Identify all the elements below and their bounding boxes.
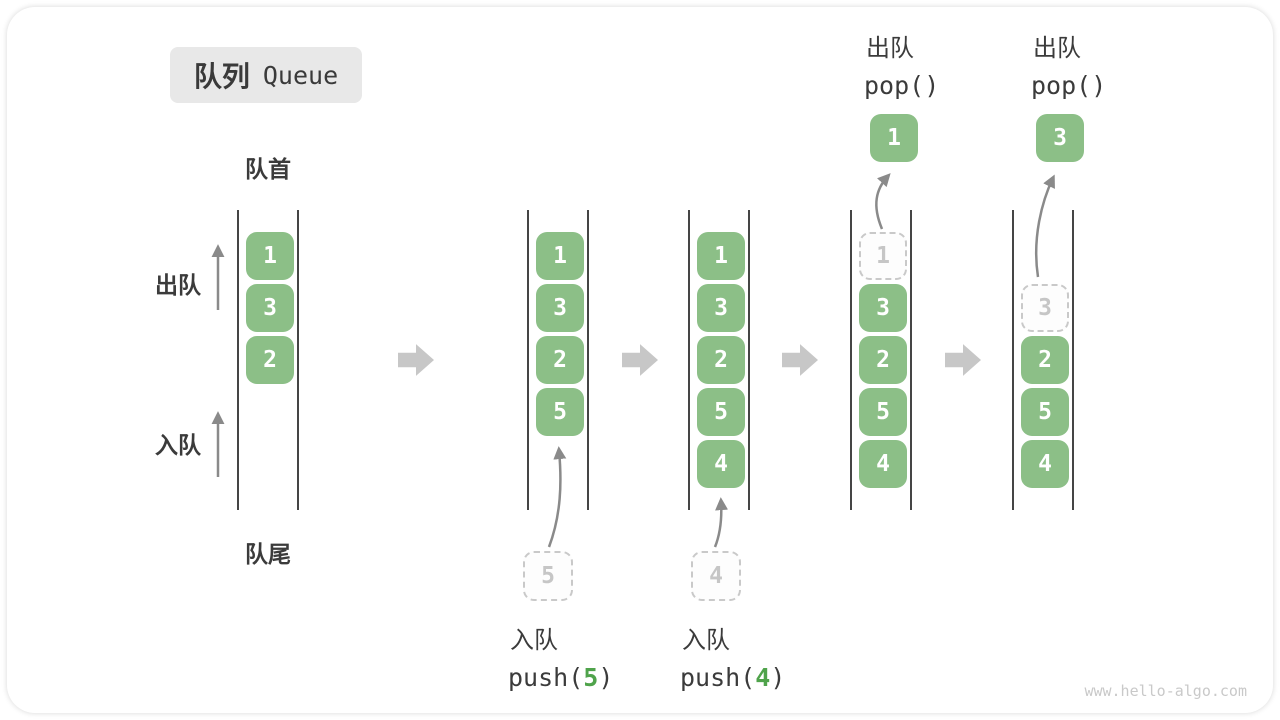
queue-item: 4 [697,440,745,488]
title-box: 队列 Queue [170,47,362,103]
popped-item: 1 [870,114,918,162]
queue-front-label: 队首 [245,156,291,182]
push-code-suffix: ) [770,663,786,692]
popped-item: 3 [1036,114,1084,162]
queue-item: 4 [859,440,907,488]
staged-item: 4 [691,551,741,601]
title-en: Queue [262,60,339,90]
push-code-arg: 5 [583,663,599,692]
queue-item: 2 [536,336,584,384]
pop-op-label-2: 出队 pop() [1031,28,1106,100]
queue-item: 3 [536,284,584,332]
push-op-label-1: 入队 push(5) [508,620,613,692]
pop-op-label-1: 出队 pop() [864,28,939,100]
pop-op-zh: 出队 [1033,35,1081,62]
queue-item: 1 [246,232,294,280]
pop-op-zh: 出队 [866,35,914,62]
queue-item: 1 [697,232,745,280]
push-op-code: push(4) [680,663,785,692]
queue-item: 5 [697,388,745,436]
watermark: www.hello-algo.com [1084,682,1247,700]
push-code-suffix: ) [598,663,614,692]
queue-item: 2 [1021,336,1069,384]
pop-op-code: pop() [864,71,940,100]
queue-item: 1 [536,232,584,280]
queue-item: 2 [859,336,907,384]
queue-state-4: 1 3 2 5 4 [850,210,912,510]
queue-state-5: 3 2 5 4 [1012,210,1074,510]
queue-state-1: 1 3 2 [237,210,299,510]
queue-state-2: 1 3 2 5 [527,210,589,510]
queue-item: 4 [1021,440,1069,488]
queue-item-ghost: 1 [859,232,907,280]
queue-item: 5 [536,388,584,436]
queue-item: 3 [859,284,907,332]
queue-item: 3 [697,284,745,332]
dequeue-side-label: 出队 [155,272,201,298]
title-zh: 队列 [193,61,250,92]
pop-op-code: pop() [1031,71,1107,100]
queue-item: 2 [246,336,294,384]
queue-item: 2 [697,336,745,384]
queue-item: 3 [246,284,294,332]
push-code-prefix: push( [508,663,584,692]
push-op-zh: 入队 [682,627,730,654]
push-op-code: push(5) [508,663,613,692]
queue-rear-label: 队尾 [245,541,291,567]
queue-state-3: 1 3 2 5 4 [688,210,750,510]
staged-item: 5 [523,551,573,601]
queue-item: 5 [1021,388,1069,436]
queue-item-ghost: 3 [1021,284,1069,332]
push-code-arg: 4 [755,663,771,692]
queue-item: 5 [859,388,907,436]
enqueue-side-label: 入队 [155,432,201,458]
push-op-zh: 入队 [510,627,558,654]
push-op-label-2: 入队 push(4) [680,620,785,692]
push-code-prefix: push( [680,663,756,692]
